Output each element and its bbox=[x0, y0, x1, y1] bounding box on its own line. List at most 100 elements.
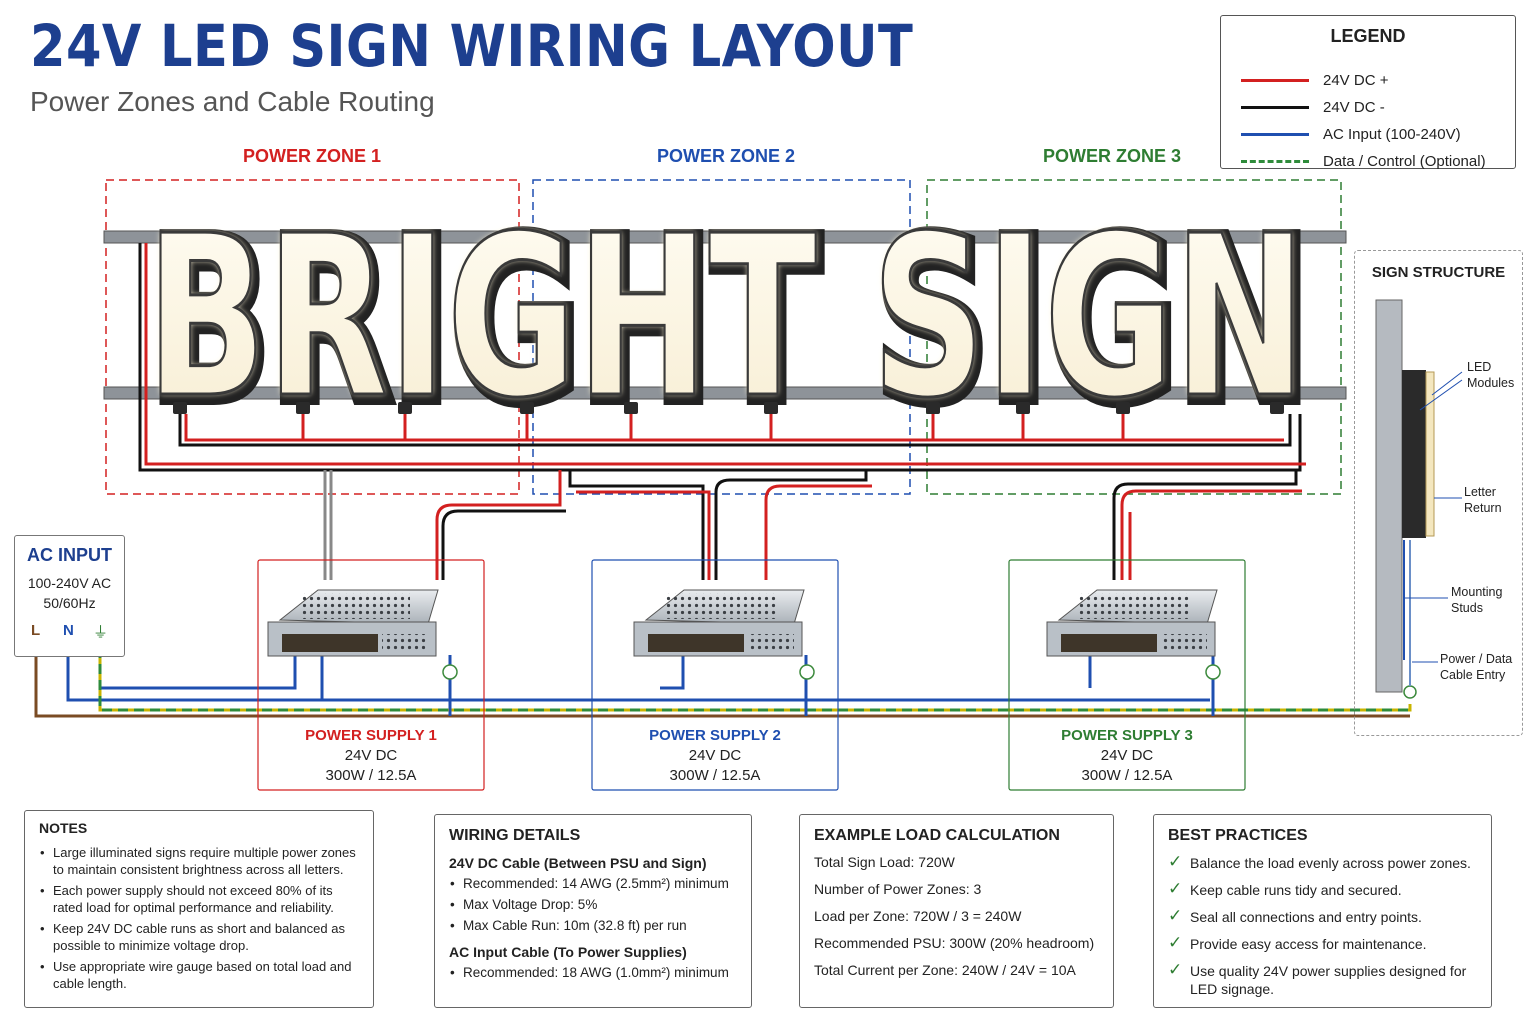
psu-title: POWER SUPPLY 1 bbox=[305, 727, 437, 744]
psu-2-unit bbox=[633, 589, 805, 657]
dc-wiring bbox=[138, 243, 1306, 580]
svg-text:BRIGHT SIGN: BRIGHT SIGN bbox=[146, 189, 1306, 447]
dc-cable-item: Max Voltage Drop: 5% bbox=[450, 896, 737, 913]
legend-swatch-dc-negative bbox=[1241, 105, 1309, 109]
best-practice-text: Keep cable runs tidy and secured. bbox=[1190, 882, 1402, 898]
mounting-rails bbox=[103, 230, 1347, 400]
ac-cable-heading: AC Input Cable (To Power Supplies) bbox=[449, 944, 687, 960]
ac-cable-list: Recommended: 18 AWG (1.0mm²) minimum bbox=[449, 964, 737, 981]
ac-wiring bbox=[34, 640, 1412, 718]
dc-cable-item: Max Cable Run: 10m (32.8 ft) per run bbox=[450, 917, 737, 934]
best-practice-item: ✓ Keep cable runs tidy and secured. bbox=[1168, 879, 1477, 899]
load-calc-line: Total Current per Zone: 240W / 24V = 10A bbox=[814, 962, 1076, 978]
label-mounting-studs: Mounting Studs bbox=[1451, 584, 1502, 616]
label-cable-entry: Power / Data Cable Entry bbox=[1440, 651, 1512, 683]
legend-label: Data / Control (Optional) bbox=[1323, 152, 1486, 170]
psu-rating: 300W / 12.5A bbox=[1081, 767, 1173, 784]
psu-title: POWER SUPPLY 2 bbox=[649, 727, 781, 744]
legend-title: LEGEND bbox=[1330, 26, 1406, 46]
notes-item: Each power supply should not exceed 80% … bbox=[40, 882, 359, 916]
label-line: Studs bbox=[1451, 601, 1483, 615]
psu-3-frame bbox=[1008, 559, 1246, 791]
best-practice-item: ✓Use quality 24V power supplies designed… bbox=[1168, 961, 1477, 998]
label-line: Modules bbox=[1467, 376, 1515, 390]
label-line: LED bbox=[1467, 360, 1492, 374]
ac-input-frequency: 50/60Hz bbox=[43, 595, 96, 611]
legend-swatch-ac-input bbox=[1241, 132, 1309, 136]
svg-text:BRIGHT SIGN: BRIGHT SIGN bbox=[146, 189, 1306, 447]
legend-swatch-data bbox=[1241, 159, 1309, 163]
label-line: Cable Entry bbox=[1440, 668, 1506, 682]
sign-structure-title: SIGN STRUCTURE bbox=[1371, 264, 1506, 281]
legend-item: 24V DC + bbox=[1241, 70, 1388, 90]
notes-item: Keep 24V DC cable runs as short and bala… bbox=[40, 920, 359, 954]
psu-voltage: 24V DC bbox=[344, 747, 398, 764]
psu-rating: 300W / 12.5A bbox=[669, 767, 761, 784]
psu-1-frame bbox=[257, 559, 485, 791]
label-line: Return bbox=[1464, 501, 1502, 515]
check-icon: ✓ bbox=[1168, 906, 1183, 925]
ac-input-box: AC INPUT 100-240V AC 50/60Hz L N ⏚ bbox=[14, 535, 125, 657]
load-calc-line: Total Sign Load: 720W bbox=[814, 854, 955, 870]
psu-3-label: POWER SUPPLY 3 24V DC 300W / 12.5A bbox=[1009, 726, 1245, 786]
terminal-ground-icon: ⏚ bbox=[93, 624, 109, 641]
page-title: 24V LED SIGN WIRING LAYOUT bbox=[30, 12, 914, 80]
check-icon: ✓ bbox=[1168, 852, 1183, 871]
check-icon: ✓ bbox=[1168, 879, 1183, 898]
legend: LEGEND 24V DC + 24V DC - AC Input (100-2… bbox=[1220, 15, 1516, 171]
zone-3-label: POWER ZONE 3 bbox=[1042, 146, 1181, 166]
ac-input-title: AC INPUT bbox=[27, 545, 112, 565]
psu-1-unit bbox=[267, 589, 439, 657]
best-practice-item: ✓Provide easy access for maintenance. bbox=[1168, 933, 1477, 953]
legend-item: 24V DC - bbox=[1241, 97, 1385, 117]
dc-cable-heading: 24V DC Cable (Between PSU and Sign) bbox=[449, 855, 707, 871]
legend-swatch-dc-positive bbox=[1241, 78, 1309, 82]
best-practice-text: Use quality 24V power supplies designed … bbox=[1190, 963, 1467, 997]
best-practice-item: ✓ Seal all connections and entry points. bbox=[1168, 906, 1477, 926]
psu-2-label: POWER SUPPLY 2 24V DC 300W / 12.5A bbox=[592, 726, 838, 786]
letter-connectors bbox=[173, 402, 1284, 414]
dc-cable-list: Recommended: 14 AWG (2.5mm²) minimum Max… bbox=[449, 875, 737, 934]
notes-list: Large illuminated signs require multiple… bbox=[39, 844, 359, 992]
page-subtitle: Power Zones and Cable Routing bbox=[30, 86, 435, 117]
load-calc-title: EXAMPLE LOAD CALCULATION bbox=[814, 827, 1060, 844]
psu-2-frame bbox=[591, 559, 839, 791]
best-practice-text: Seal all connections and entry points. bbox=[1190, 909, 1422, 925]
load-calc-line: Number of Power Zones: 3 bbox=[814, 881, 982, 897]
wiring-details-panel: WIRING DETAILS 24V DC Cable (Between PSU… bbox=[434, 814, 752, 1008]
zone-2-label: POWER ZONE 2 bbox=[656, 146, 795, 166]
label-line: Letter bbox=[1464, 485, 1496, 499]
psu-1-label: POWER SUPPLY 1 24V DC 300W / 12.5A bbox=[258, 726, 484, 786]
label-line: Power / Data bbox=[1440, 652, 1513, 666]
psu-voltage: 24V DC bbox=[1100, 747, 1154, 764]
sign-structure-sideview bbox=[1375, 299, 1463, 693]
sign-letters: BRIGHT SIGN BRIGHT SIGN BRIGHT SIGN bbox=[143, 186, 1317, 458]
legend-label: AC Input (100-240V) bbox=[1323, 125, 1461, 143]
psu-rating: 300W / 12.5A bbox=[325, 767, 417, 784]
load-calc-line: Recommended PSU: 300W (20% headroom) bbox=[814, 935, 1095, 951]
load-calc-panel: EXAMPLE LOAD CALCULATION Total Sign Load… bbox=[799, 814, 1114, 1008]
label-led-modules: LED Modules bbox=[1467, 359, 1514, 391]
best-practices-title: BEST PRACTICES bbox=[1168, 827, 1308, 844]
psu-title: POWER SUPPLY 3 bbox=[1061, 727, 1193, 744]
label-letter-return: Letter Return bbox=[1464, 484, 1502, 516]
terminal-neutral: N bbox=[63, 622, 74, 639]
wiring-details-title: WIRING DETAILS bbox=[449, 827, 581, 844]
legend-label: 24V DC - bbox=[1323, 98, 1385, 116]
legend-item: AC Input (100-240V) bbox=[1241, 124, 1461, 144]
legend-label: 24V DC + bbox=[1323, 71, 1389, 89]
zone-2-box bbox=[532, 179, 911, 495]
legend-item: Data / Control (Optional) bbox=[1241, 151, 1486, 171]
notes-item: Use appropriate wire gauge based on tota… bbox=[40, 958, 359, 992]
best-practices-panel: BEST PRACTICES ✓Balance the load evenly … bbox=[1153, 814, 1492, 1008]
notes-item: Large illuminated signs require multiple… bbox=[40, 844, 359, 878]
sign-structure-box: SIGN STRUCTURE bbox=[1354, 250, 1523, 736]
ac-input-voltage: 100-240V AC bbox=[27, 575, 112, 591]
notes-panel: NOTES Large illuminated signs require mu… bbox=[24, 810, 374, 1008]
best-practice-item: ✓Balance the load evenly across power zo… bbox=[1168, 852, 1477, 872]
label-line: Mounting bbox=[1451, 585, 1503, 599]
zone-1-label: POWER ZONE 1 bbox=[242, 146, 381, 166]
check-icon: ✓ bbox=[1168, 933, 1183, 952]
psu-3-unit bbox=[1046, 589, 1218, 657]
